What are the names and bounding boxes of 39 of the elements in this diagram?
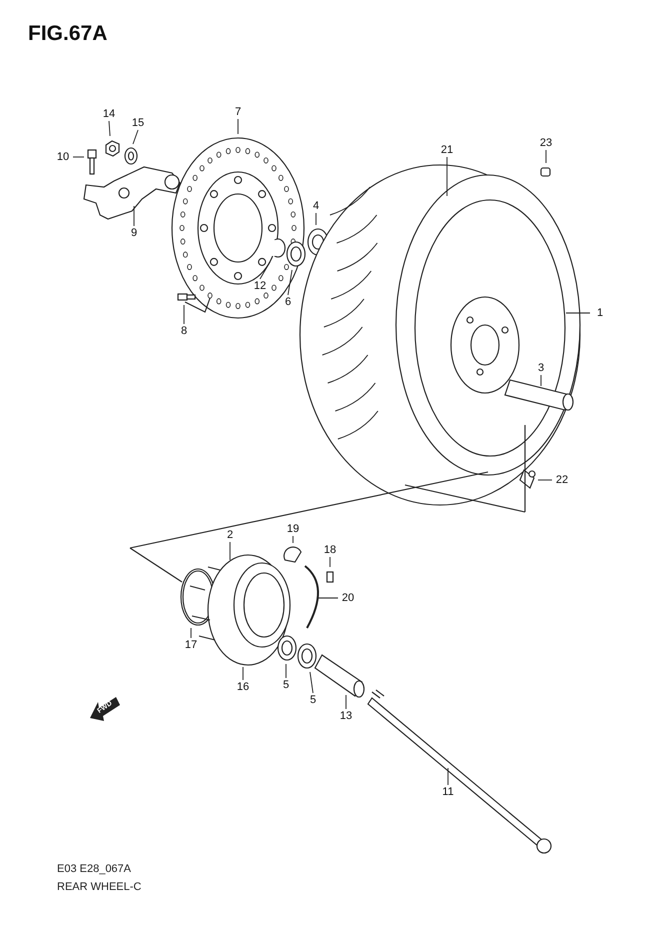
callout-number: 2 [220,528,240,542]
callout-number: 10 [53,150,73,164]
leader-line [292,536,294,544]
callout-number: 5 [276,678,296,692]
leader-line [288,270,292,296]
leader-line [310,672,314,694]
leader-line [242,666,244,680]
diagram-code: E03 E28_067A [57,863,132,875]
callout-number: 6 [278,295,298,309]
leader-line [446,156,448,196]
leader-line [540,374,542,386]
leader-line [260,262,270,280]
leader-line [132,130,138,144]
callout-number: 20 [338,591,358,605]
callout-number: 9 [124,226,144,240]
diagram-name: REAR WHEEL-C [57,881,142,893]
callout-number: 3 [531,361,551,375]
callout-number: 15 [128,116,148,130]
callout-number: 21 [437,143,457,157]
callout-number: 19 [283,522,303,536]
callout-number: 1 [590,306,610,320]
callout-number: 7 [228,105,248,119]
callout-number: 17 [181,638,201,652]
callout-number: 11 [438,785,458,799]
callout-number: 4 [306,199,326,213]
leader-line [190,628,192,638]
callout-number: 16 [233,680,253,694]
leader-line [108,120,110,136]
callout-number: 23 [536,136,556,150]
leader-line [72,156,84,158]
callout-number: 8 [174,324,194,338]
leader-line [566,312,590,314]
figure-title: FIG.67A [28,22,108,46]
callout-number: 14 [99,107,119,121]
callout-number: 12 [250,279,270,293]
callout-number: 18 [320,543,340,557]
callout-number: 5 [303,693,323,707]
callout-number: 13 [336,709,356,723]
callout-number: 22 [552,473,572,487]
